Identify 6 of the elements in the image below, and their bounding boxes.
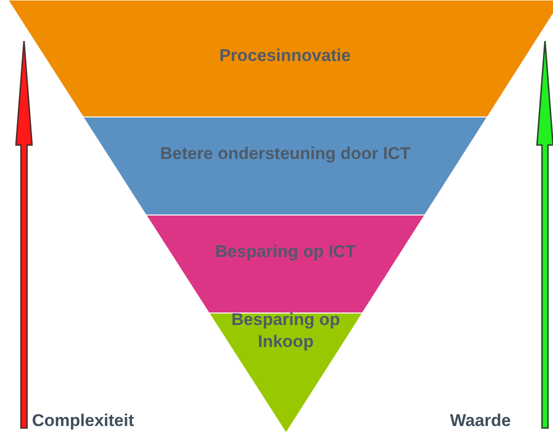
band-label: Besparing op Inkoop (230, 309, 342, 353)
axis-label: Waarde (450, 411, 511, 431)
band-label: Besparing op ICT (214, 241, 357, 263)
band-label: Procesinnovatie (218, 45, 352, 67)
axis-label: Complexiteit (32, 411, 134, 431)
band-label: Betere ondersteuning door ICT (159, 143, 412, 165)
